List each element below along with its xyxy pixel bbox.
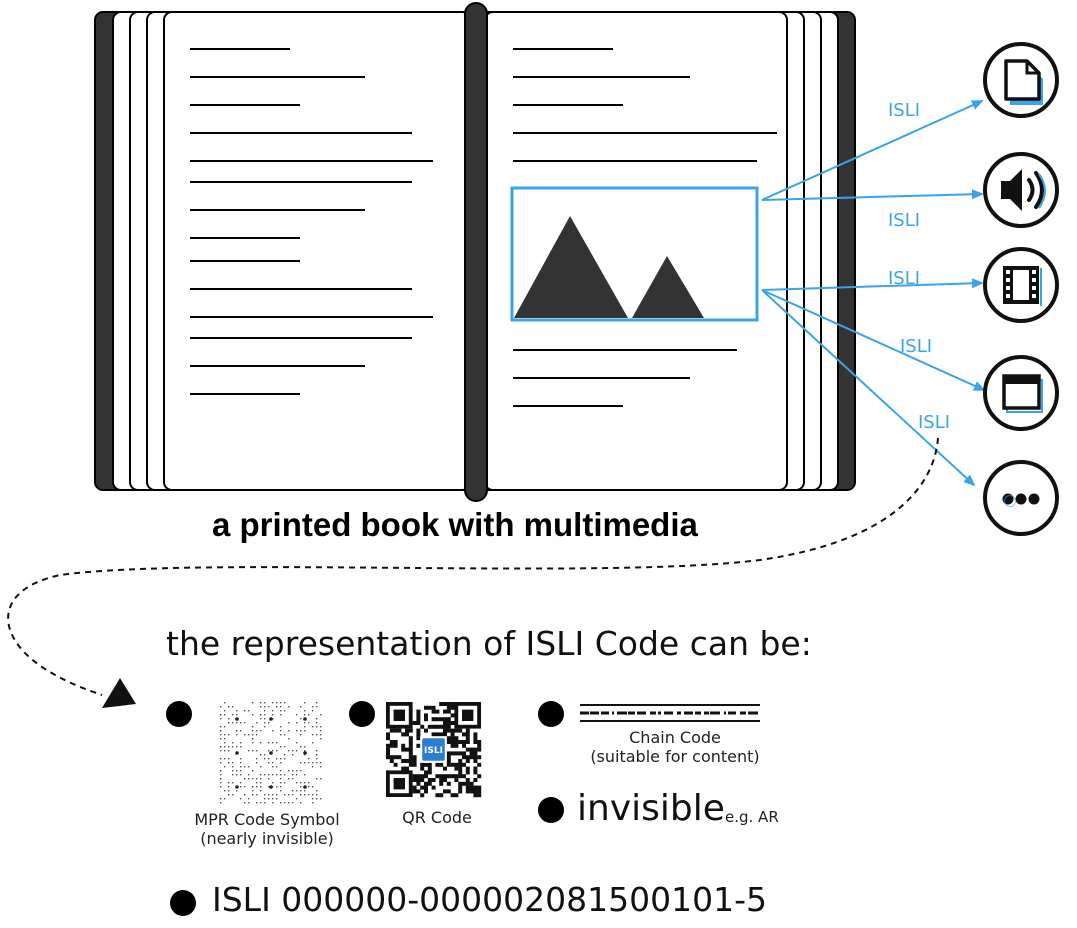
chain-label-line1: Chain Code (629, 728, 721, 747)
link-arrow-web (761, 289, 986, 391)
mpr-code-symbol-icon (220, 702, 322, 804)
qr-logo-text: ISLI (424, 746, 443, 756)
isli-link-label: ISLI (918, 412, 950, 433)
link-arrow-audio (761, 189, 984, 201)
link-arrow-document (761, 100, 984, 201)
qr-code-icon: ISLI (386, 702, 482, 798)
image-placeholder-icon (510, 186, 759, 322)
window-icon (983, 355, 1059, 431)
right-page-text-lines (513, 48, 777, 407)
link-arrow-video (761, 278, 984, 291)
book-caption: a printed book with multimedia (212, 506, 698, 543)
speaker-icon (983, 152, 1059, 228)
open-book-illustration (94, 2, 856, 502)
document-icon (983, 42, 1059, 118)
isli-link-label: ISLI (888, 268, 920, 289)
bullet-icon (538, 701, 564, 727)
chain-label-line2: (suitable for content) (590, 747, 760, 766)
isli-code-value: ISLI 000000-000002081500101-5 (212, 880, 768, 919)
invisible-label: invisible (577, 788, 725, 829)
bullet-icon (349, 701, 375, 727)
bullet-icon (170, 890, 196, 916)
invisible-example: e.g. AR (725, 808, 779, 826)
link-arrow-more (761, 289, 976, 487)
left-page-text-lines (190, 48, 433, 395)
mpr-label-line1: MPR Code Symbol (194, 810, 340, 829)
film-icon (983, 247, 1059, 323)
connector-arrowhead-icon (102, 678, 136, 708)
qr-label: QR Code (402, 808, 472, 827)
isli-link-label: ISLI (888, 210, 920, 231)
more-icon (983, 460, 1059, 536)
bullet-icon (538, 797, 564, 823)
isli-link-label: ISLI (900, 336, 932, 357)
left-page (163, 11, 471, 491)
representation-intro: the representation of ISLI Code can be: (166, 624, 812, 663)
mpr-label-line2: (nearly invisible) (200, 829, 334, 848)
bullet-icon (166, 701, 192, 727)
chain-code-icon (580, 704, 760, 722)
chain-label: Chain Code (suitable for content) (578, 728, 772, 766)
book-spine (464, 2, 488, 502)
isli-link-label: ISLI (888, 100, 920, 121)
isli-links: ISLI ISLI ISLI ISLI ISLI (761, 100, 986, 487)
mpr-label: MPR Code Symbol (nearly invisible) (180, 810, 354, 848)
